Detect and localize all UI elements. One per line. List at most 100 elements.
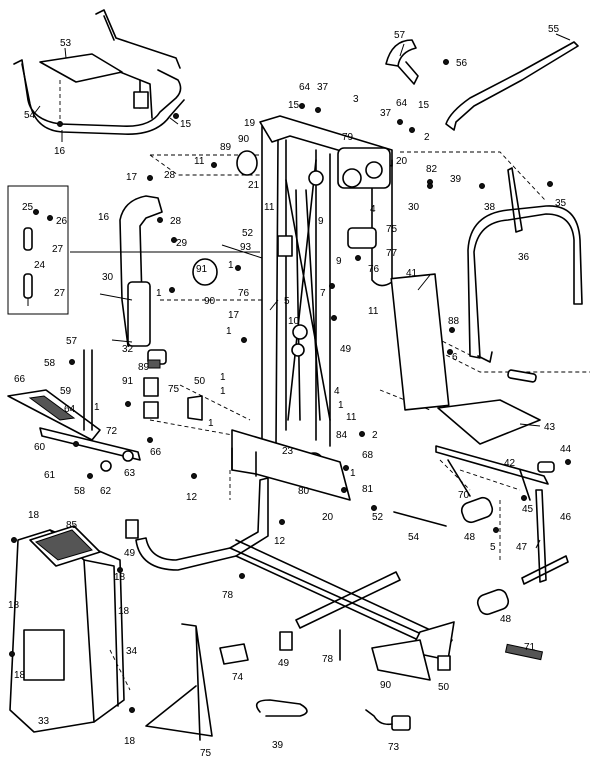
part-label: 42 bbox=[504, 458, 516, 469]
strip-71 bbox=[504, 643, 544, 661]
pulley-discs bbox=[192, 150, 258, 286]
part-label: 81 bbox=[362, 484, 374, 495]
part-label: 63 bbox=[124, 468, 136, 479]
end-cap-right bbox=[437, 655, 451, 671]
part-label: 27 bbox=[54, 288, 66, 299]
part-label: 18 bbox=[14, 670, 26, 681]
part-label: 34 bbox=[126, 646, 138, 657]
upper-pulley-housing bbox=[308, 147, 391, 249]
part-label: 20 bbox=[396, 156, 408, 167]
part-label: 17 bbox=[126, 172, 138, 183]
part-label: 1 bbox=[220, 386, 226, 397]
part-label: 35 bbox=[555, 198, 567, 209]
part-label: 79 bbox=[342, 132, 354, 143]
foam-roller-lower bbox=[476, 588, 510, 616]
cable-39 bbox=[255, 699, 308, 717]
part-label: 1 bbox=[226, 326, 232, 337]
part-label: 52 bbox=[242, 228, 254, 239]
part-label: 71 bbox=[524, 642, 536, 653]
part-label: 60 bbox=[34, 442, 46, 453]
part-label: 68 bbox=[362, 450, 374, 461]
part-label: 33 bbox=[38, 716, 50, 727]
part-label: 5 bbox=[284, 296, 290, 307]
base-frame bbox=[135, 477, 455, 681]
part-label: 4 bbox=[370, 204, 376, 215]
part-label: 18 bbox=[118, 606, 130, 617]
part-label: 74 bbox=[232, 672, 244, 683]
part-label: 90 bbox=[380, 680, 392, 691]
leader-lines bbox=[33, 33, 571, 549]
part-label: 17 bbox=[228, 310, 240, 321]
part-label: 15 bbox=[418, 100, 430, 111]
part-label: 1 bbox=[338, 400, 344, 411]
part-label: 64 bbox=[64, 404, 76, 415]
assembly-guide-lines bbox=[59, 80, 590, 691]
part-label: 53 bbox=[60, 38, 72, 49]
leg-lift-arm bbox=[521, 489, 569, 585]
part-label: 62 bbox=[100, 486, 112, 497]
part-label: 41 bbox=[406, 268, 418, 279]
part-label: 76 bbox=[238, 288, 250, 299]
bracket-81 bbox=[147, 359, 161, 369]
part-label: 66 bbox=[14, 374, 26, 385]
leg-developer-frame bbox=[467, 167, 583, 363]
part-label: 73 bbox=[388, 742, 400, 753]
part-label: 76 bbox=[368, 264, 380, 275]
part-label: 37 bbox=[380, 108, 392, 119]
part-label: 75 bbox=[200, 748, 212, 759]
part-label: 78 bbox=[222, 590, 234, 601]
part-label: 37 bbox=[317, 82, 329, 93]
part-label: 30 bbox=[408, 202, 420, 213]
part-label: 75 bbox=[168, 384, 180, 395]
part-label: 66 bbox=[150, 447, 162, 458]
part-label: 27 bbox=[52, 244, 64, 255]
part-label: 91 bbox=[196, 264, 208, 275]
part-label: 50 bbox=[438, 682, 450, 693]
part-label: 46 bbox=[560, 512, 572, 523]
weight-shroud bbox=[9, 525, 125, 733]
part-label: 19 bbox=[244, 118, 256, 129]
part-label: 89 bbox=[220, 142, 232, 153]
part-label: 18 bbox=[8, 600, 20, 611]
part-label: 10 bbox=[288, 316, 300, 327]
part-label: 9 bbox=[336, 256, 342, 267]
part-label: 85 bbox=[66, 520, 78, 531]
part-label: 90 bbox=[204, 296, 216, 307]
bracket-91 bbox=[143, 377, 159, 419]
seat-frame-assembly bbox=[13, 9, 185, 135]
chain-link bbox=[385, 39, 419, 85]
part-label: 21 bbox=[248, 180, 260, 191]
part-label: 45 bbox=[522, 504, 534, 515]
part-label: 39 bbox=[272, 740, 284, 751]
part-label: 26 bbox=[56, 216, 68, 227]
part-label: 1 bbox=[156, 288, 162, 299]
power-adapter bbox=[365, 709, 411, 731]
part-label: 78 bbox=[322, 654, 334, 665]
part-label: 84 bbox=[336, 430, 348, 441]
part-label: 48 bbox=[464, 532, 476, 543]
part-label: 30 bbox=[102, 272, 114, 283]
foam-roller-upper bbox=[460, 496, 494, 524]
end-cap-center bbox=[279, 631, 293, 651]
part-label: 43 bbox=[544, 422, 556, 433]
part-label: 54 bbox=[24, 110, 36, 121]
lat-bar bbox=[445, 41, 579, 131]
triangle-stand bbox=[145, 623, 213, 741]
part-label: 2 bbox=[372, 430, 378, 441]
part-label: 12 bbox=[186, 492, 198, 503]
part-label: 5 bbox=[490, 542, 496, 553]
part-label: 58 bbox=[44, 358, 56, 369]
fasteners bbox=[9, 59, 571, 713]
part-label: 90 bbox=[238, 134, 250, 145]
part-label: 1 bbox=[94, 402, 100, 413]
part-label: 54 bbox=[408, 532, 420, 543]
part-label: 55 bbox=[548, 24, 560, 35]
part-label: 18 bbox=[28, 510, 40, 521]
part-label: 20 bbox=[322, 512, 334, 523]
part-label: 64 bbox=[299, 82, 311, 93]
part-label: 39 bbox=[450, 174, 462, 185]
part-label: 48 bbox=[500, 614, 512, 625]
part-number-labels: 53 54 16 15 55 57 56 64 37 15 3 37 64 15… bbox=[8, 24, 572, 759]
part-label: 1 bbox=[228, 260, 234, 271]
part-label: 1 bbox=[220, 372, 226, 383]
